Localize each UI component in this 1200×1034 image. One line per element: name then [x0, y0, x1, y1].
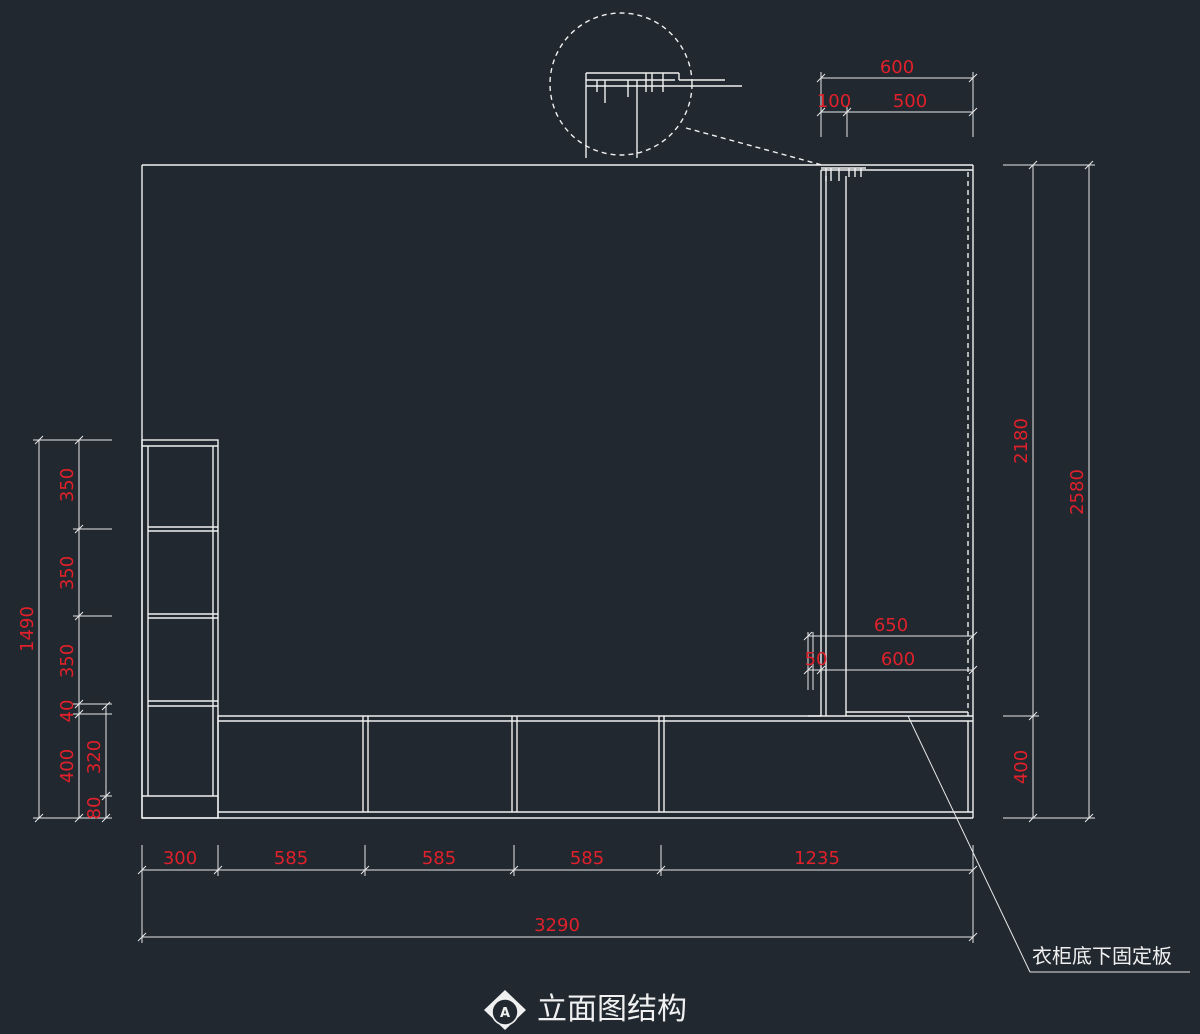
- dim-left-350b: 350: [57, 556, 78, 590]
- dim-bottom-300: 300: [163, 848, 197, 869]
- detail-callout: [549, 12, 823, 166]
- note-label: 衣柜底下固定板: [1032, 944, 1172, 968]
- dim-left-350c: 350: [57, 644, 78, 678]
- dim-left-40: 40: [57, 700, 78, 723]
- dim-bottom-585b: 585: [422, 848, 456, 869]
- low-cabinet: [217, 715, 973, 818]
- dim-cab-50: 50: [805, 649, 828, 670]
- view-symbol: [484, 990, 526, 1030]
- dim-left-400: 400: [57, 749, 78, 783]
- dim-cab-600: 600: [881, 649, 915, 670]
- top-dimensions: [816, 72, 978, 137]
- dim-bottom-585c: 585: [570, 848, 604, 869]
- view-mark: A: [500, 1006, 510, 1021]
- dim-left-350a: 350: [57, 468, 78, 502]
- dim-left-320: 320: [84, 740, 105, 774]
- dim-left-80: 80: [84, 797, 105, 820]
- right-dimensions: [1003, 160, 1095, 823]
- wall-outline: [141, 164, 974, 819]
- dim-top-100: 100: [817, 91, 851, 112]
- dim-left-1490: 1490: [17, 606, 38, 652]
- wardrobe-dimensions: [803, 631, 978, 690]
- dim-right-2180: 2180: [1011, 418, 1032, 464]
- left-dimensions: [33, 435, 112, 823]
- wardrobe: [808, 167, 973, 717]
- dim-bottom-1235: 1235: [794, 848, 840, 869]
- dim-right-400: 400: [1011, 750, 1032, 784]
- dim-overall-height: 2580: [1067, 469, 1088, 515]
- dim-top-500: 500: [893, 91, 927, 112]
- dim-overall-width: 3290: [534, 915, 580, 936]
- dim-bottom-585a: 585: [274, 848, 308, 869]
- dim-cab-650: 650: [874, 615, 908, 636]
- bottom-dimensions: [137, 845, 978, 943]
- dim-top-600: 600: [880, 57, 914, 78]
- note-leader: [907, 715, 1190, 973]
- drawing-title: 立面图结构: [537, 992, 687, 1027]
- left-bookshelf: [141, 439, 219, 819]
